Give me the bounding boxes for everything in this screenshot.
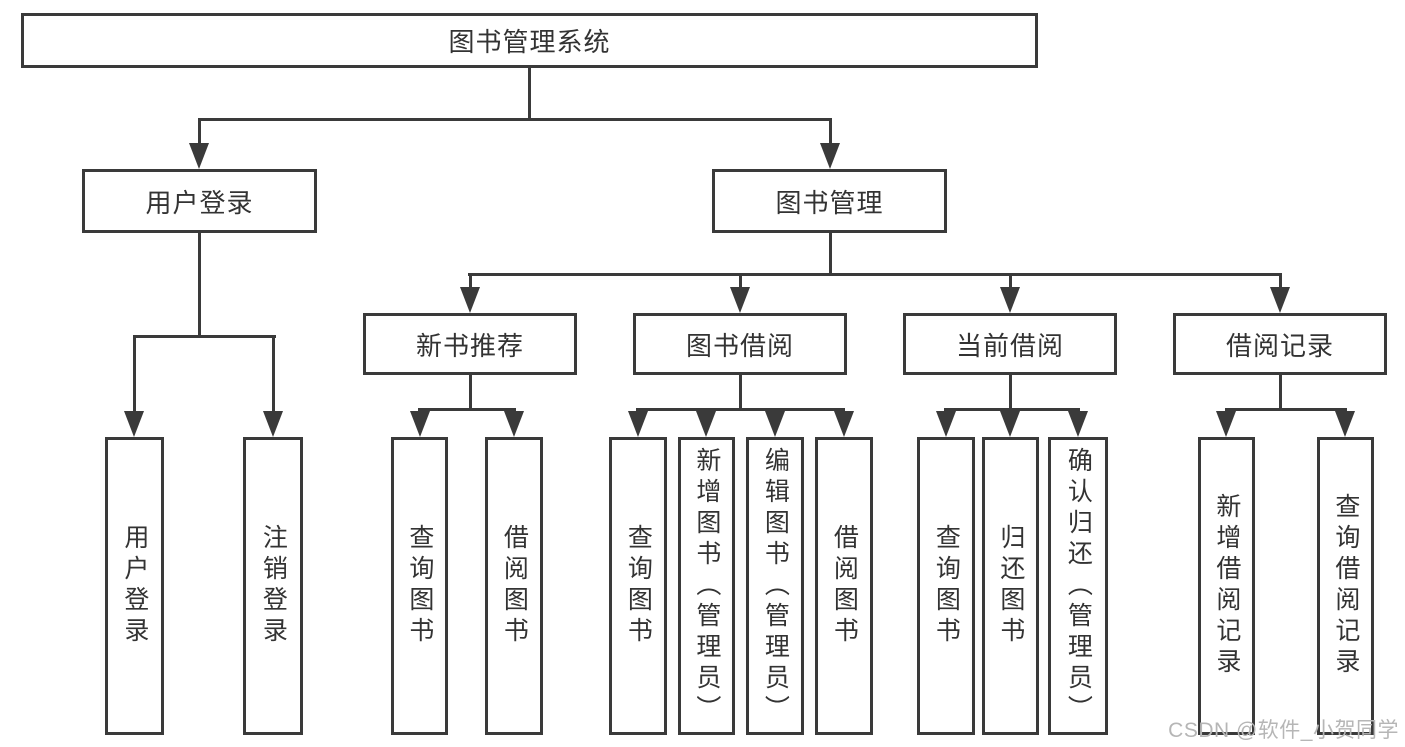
arrow-down-icon — [765, 411, 785, 437]
leaf-nb-query-book: 查询图书 — [391, 437, 448, 735]
arrow-down-icon — [1068, 411, 1088, 437]
connector-current-borrowing-horizontal — [944, 408, 1080, 411]
connector-stem-user-login — [198, 118, 201, 146]
leaf-cb-query-book: 查询图书 — [917, 437, 975, 735]
leaf-bb-edit-book-label: 编辑图书（管理员） — [761, 446, 790, 726]
node-book-management: 图书管理 — [712, 169, 947, 233]
connector-borrowing-records-horizontal — [1225, 408, 1347, 411]
arrow-down-icon — [1270, 287, 1290, 313]
arrow-down-icon — [460, 287, 480, 313]
arrow-down-icon — [1000, 287, 1020, 313]
leaf-user-login-label: 用户登录 — [120, 524, 149, 648]
node-user-login: 用户登录 — [82, 169, 317, 233]
connector-level3-horizontal — [468, 273, 1282, 276]
connector-new-book-recommend-horizontal — [418, 408, 516, 411]
leaf-nb-borrow-book-label: 借阅图书 — [500, 524, 529, 648]
leaf-bb-borrow-book: 借阅图书 — [815, 437, 873, 735]
arrow-down-icon — [1335, 411, 1355, 437]
node-book-management-label: 图书管理 — [775, 187, 884, 218]
arrow-down-icon — [696, 411, 716, 437]
arrow-down-icon — [1216, 411, 1236, 437]
csdn-watermark: CSDN @软件_小贺同学 — [1168, 719, 1399, 742]
connector-stem-book-management — [829, 118, 832, 146]
leaf-bb-query-book: 查询图书 — [609, 437, 667, 735]
arrow-down-icon — [263, 411, 283, 437]
node-current-borrowing-label: 当前借阅 — [955, 330, 1064, 361]
connector-user-login-vertical — [198, 233, 201, 335]
node-borrowing-records: 借阅记录 — [1173, 313, 1387, 375]
arrow-down-icon — [936, 411, 956, 437]
leaf-logout: 注销登录 — [243, 437, 303, 735]
connector-stem-new-book-recommend — [469, 273, 472, 290]
node-root: 图书管理系统 — [21, 13, 1038, 68]
leaf-cb-return-book: 归还图书 — [982, 437, 1039, 735]
connector-book-borrowing-vertical — [739, 375, 742, 408]
arrow-down-icon — [1000, 411, 1020, 437]
leaf-bb-query-book-label: 查询图书 — [624, 524, 653, 648]
leaf-bb-add-book-label: 新增图书（管理员） — [692, 446, 721, 726]
leaf-br-query-record-label: 查询借阅记录 — [1331, 493, 1360, 679]
arrow-down-icon — [730, 287, 750, 313]
node-new-book-recommend: 新书推荐 — [363, 313, 577, 375]
leaf-cb-query-book-label: 查询图书 — [932, 524, 961, 648]
connector-level2-horizontal — [198, 118, 832, 121]
node-borrowing-records-label: 借阅记录 — [1225, 330, 1334, 361]
leaf-nb-borrow-book: 借阅图书 — [485, 437, 543, 735]
connector-stem-leaf-user-login — [133, 335, 136, 413]
leaf-user-login: 用户登录 — [105, 437, 164, 735]
leaf-br-query-record: 查询借阅记录 — [1317, 437, 1374, 735]
connector-stem-borrowing-records — [1279, 273, 1282, 290]
leaf-bb-add-book: 新增图书（管理员） — [678, 437, 735, 735]
leaf-nb-query-book-label: 查询图书 — [405, 524, 434, 648]
leaf-cb-confirm-return: 确认归还（管理员） — [1048, 437, 1108, 735]
node-book-borrowing-label: 图书借阅 — [685, 330, 794, 361]
connector-stem-book-borrowing — [739, 273, 742, 290]
node-user-login-label: 用户登录 — [145, 187, 254, 218]
connector-stem-current-borrowing — [1009, 273, 1012, 290]
arrow-down-icon — [834, 411, 854, 437]
leaf-cb-return-book-label: 归还图书 — [996, 524, 1025, 648]
connector-current-borrowing-vertical — [1009, 375, 1012, 408]
arrow-down-icon — [504, 411, 524, 437]
arrow-down-icon — [410, 411, 430, 437]
node-current-borrowing: 当前借阅 — [903, 313, 1117, 375]
leaf-bb-borrow-book-label: 借阅图书 — [830, 524, 859, 648]
arrow-down-icon — [820, 143, 840, 169]
node-new-book-recommend-label: 新书推荐 — [415, 330, 524, 361]
connector-book-borrowing-horizontal — [636, 408, 845, 411]
connector-stem-leaf-logout — [272, 335, 275, 413]
connector-book-management-vertical — [829, 233, 832, 273]
leaf-br-add-record: 新增借阅记录 — [1198, 437, 1255, 735]
leaf-br-add-record-label: 新增借阅记录 — [1212, 493, 1241, 679]
arrow-down-icon — [124, 411, 144, 437]
connector-root-vertical — [528, 68, 531, 118]
node-root-label: 图书管理系统 — [448, 27, 611, 57]
leaf-logout-label: 注销登录 — [259, 524, 288, 648]
connector-user-login-horizontal — [133, 335, 276, 338]
connector-new-book-recommend-vertical — [469, 375, 472, 408]
leaf-cb-confirm-return-label: 确认归还（管理员） — [1064, 446, 1093, 726]
node-book-borrowing: 图书借阅 — [633, 313, 847, 375]
connector-borrowing-records-vertical — [1279, 375, 1282, 408]
arrow-down-icon — [189, 143, 209, 169]
arrow-down-icon — [628, 411, 648, 437]
leaf-bb-edit-book: 编辑图书（管理员） — [746, 437, 804, 735]
